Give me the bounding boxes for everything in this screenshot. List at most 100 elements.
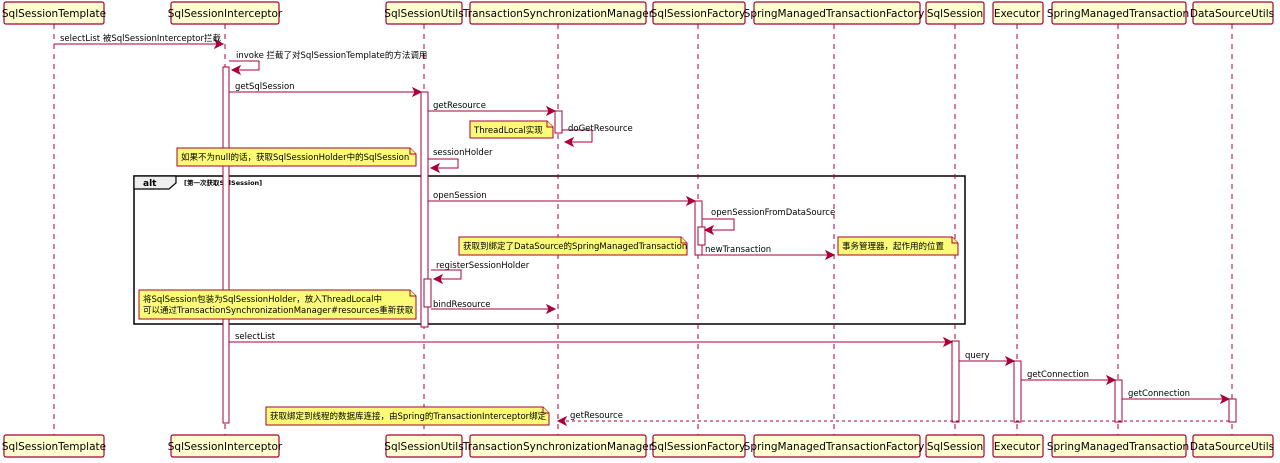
note-box <box>458 236 688 256</box>
participant-box-bottom <box>1051 434 1187 458</box>
participant-box-bottom <box>925 434 985 458</box>
participant-box-bottom <box>753 434 921 458</box>
participant-label-top: SpringManagedTransactionFactory <box>744 8 925 20</box>
activation-bar <box>423 278 432 308</box>
arrow-head <box>1105 374 1117 386</box>
note-fold <box>409 290 416 297</box>
arrow-head <box>685 195 697 207</box>
arrow-head <box>432 273 444 285</box>
participant-label-bottom: Executor <box>994 441 1041 453</box>
note-text: 事务管理器，起作用的位置 <box>842 241 945 252</box>
participant-label-bottom: SqlSessionUtils <box>384 441 463 453</box>
participant-box-top <box>925 1 985 25</box>
participant-box-top <box>753 1 921 25</box>
message-label: selectList <box>235 332 276 342</box>
message-arrow <box>431 269 462 280</box>
participant-label-bottom: SqlSessionInterceptor <box>168 441 283 453</box>
arrow-head <box>703 224 715 236</box>
activation-bar <box>222 66 230 424</box>
note-box <box>138 289 417 320</box>
arrow-head <box>824 249 836 261</box>
activation-bar <box>697 226 706 246</box>
note-fold <box>546 121 553 128</box>
participant-label-top: SqlSessionInterceptor <box>168 8 283 20</box>
participant-label-bottom: SpringManagedTransaction <box>1047 441 1189 453</box>
message-label: invoke 拦截了对SqlSessionTemplate的方法调用 <box>236 50 427 61</box>
note-box <box>265 406 550 426</box>
participant-label-top: SpringManagedTransaction <box>1047 8 1189 20</box>
note-fold <box>542 407 549 414</box>
arrow-head <box>563 136 575 148</box>
arrow-head <box>1219 393 1231 405</box>
activation-bar <box>420 91 429 328</box>
participant-box-bottom <box>170 434 280 458</box>
participant-label-top: TransactionSynchronizationManager <box>462 8 654 20</box>
activation-bar <box>554 110 563 134</box>
message-label: getConnection <box>1128 389 1190 399</box>
arrow-head <box>545 303 557 315</box>
message-arrow <box>702 218 735 231</box>
alt-label: alt <box>143 179 157 189</box>
arrow-head <box>1004 355 1016 367</box>
participant-box-top <box>1051 1 1187 25</box>
arrow-head <box>213 38 225 50</box>
activation-bar <box>951 340 960 423</box>
arrow-head <box>429 162 441 174</box>
message-label: registerSessionHolder <box>436 261 530 271</box>
message-label: getConnection <box>1027 370 1089 380</box>
message-arrow <box>428 158 459 169</box>
note-fold <box>680 237 687 244</box>
note-box <box>469 120 554 139</box>
message-label: openSessionFromDataSource <box>711 208 835 218</box>
message-arrow <box>229 60 260 71</box>
activation-bar <box>1013 360 1022 423</box>
participant-label-bottom: SpringManagedTransactionFactory <box>744 441 925 453</box>
message-label: getResource <box>570 411 623 421</box>
message-label: sessionHolder <box>433 148 493 158</box>
note-text: 获取绑定到线程的数据库连接，由Spring的TransactionInterce… <box>270 411 547 422</box>
message-arrow <box>562 129 593 143</box>
note-text: 获取到绑定了DataSource的SpringManagedTransactio… <box>463 241 687 252</box>
activation-bar <box>1114 379 1123 423</box>
participant-label-top: SqlSessionUtils <box>384 8 463 20</box>
participant-box-bottom <box>1192 434 1274 458</box>
arrow-head <box>942 336 954 348</box>
participant-label-bottom: SqlSessionFactory <box>651 441 746 453</box>
note-box <box>837 236 959 256</box>
message-label: getResource <box>433 101 486 111</box>
message-label: getSqlSession <box>235 82 295 92</box>
note-text: 如果不为null的话，获取SqlSessionHolder中的SqlSessio… <box>181 152 409 163</box>
message-label: newTransaction <box>705 245 771 255</box>
participant-box-top <box>385 1 463 25</box>
participant-box-bottom <box>992 434 1044 458</box>
message-label: openSession <box>433 191 487 201</box>
participant-label-top: SqlSessionFactory <box>651 8 746 20</box>
participant-box-bottom <box>652 434 746 458</box>
message-label: selectList 被SqlSessionInterceptor拦截 <box>60 33 221 44</box>
arrow-head <box>556 415 568 427</box>
note-fold <box>951 237 958 244</box>
participant-box-bottom <box>469 434 647 458</box>
participant-box-top <box>469 1 647 25</box>
note-text: ThreadLocal实现 <box>473 125 543 136</box>
alt-tab <box>133 175 177 190</box>
arrow-head <box>411 86 423 98</box>
activation-bar <box>1228 398 1237 423</box>
note-box <box>176 147 417 167</box>
participant-label-bottom: TransactionSynchronizationManager <box>462 441 654 453</box>
participant-label-top: DataSourceUtils <box>1190 8 1274 20</box>
participant-box-top <box>170 1 280 25</box>
participant-box-top <box>1192 1 1274 25</box>
participant-box-bottom <box>385 434 463 458</box>
note-text: 可以通过TransactionSynchronizationManager#re… <box>143 305 414 316</box>
message-label: doGetResource <box>568 124 633 134</box>
alt-frame <box>133 175 966 325</box>
message-label: bindResource <box>433 300 491 310</box>
arrow-head <box>230 64 242 76</box>
note-fold <box>409 148 416 155</box>
participant-label-top: Executor <box>994 8 1041 20</box>
arrow-head <box>545 105 557 117</box>
participant-label-top: SqlSession <box>927 8 983 20</box>
participant-box-top <box>3 1 105 25</box>
